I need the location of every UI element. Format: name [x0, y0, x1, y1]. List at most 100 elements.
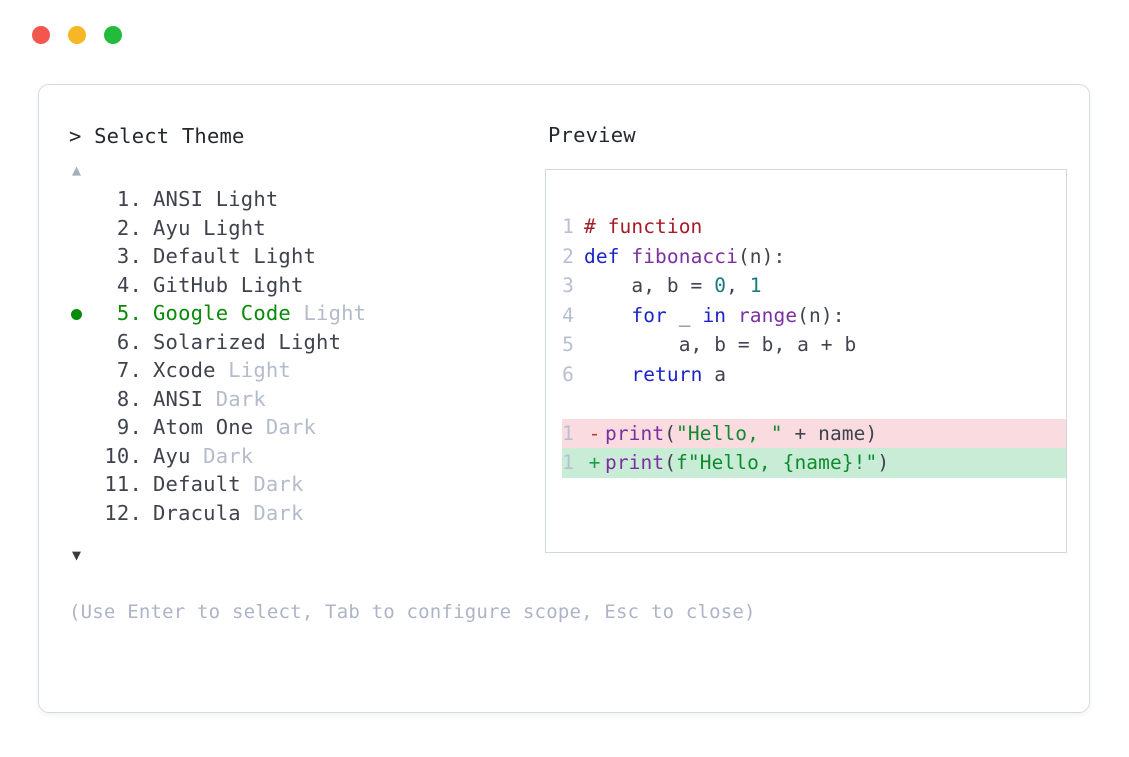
theme-item-variant: Light — [215, 358, 291, 383]
code-token: ( — [664, 421, 677, 445]
line-number: 5 — [562, 333, 574, 356]
code-token: ) — [877, 451, 890, 474]
theme-list-item[interactable]: 5.Google Code Light — [69, 301, 545, 330]
window-controls — [32, 26, 122, 44]
code-token: f"Hello, {name}!" — [676, 451, 878, 474]
code-token: for — [631, 303, 667, 327]
code-token: # function — [584, 215, 703, 238]
selection-indicator-cell — [69, 215, 96, 244]
selection-indicator-cell — [69, 272, 96, 301]
code-token: 1 — [749, 274, 762, 297]
theme-item-number: 4. — [116, 272, 142, 297]
selection-indicator-cell — [69, 443, 96, 472]
theme-picker-card: > Select Theme ▲ 1. ANSI Light 2. Ayu Light… — [38, 84, 1090, 713]
theme-list-item[interactable]: 11.Default Dark — [69, 472, 545, 501]
line-number: 1 — [562, 421, 574, 445]
code-token — [584, 363, 631, 386]
close-button-icon[interactable] — [32, 26, 50, 44]
theme-list-item[interactable]: 12. Dracula Dark — [69, 500, 545, 529]
preview-label: Preview — [548, 123, 636, 147]
diff-sign-icon: + — [588, 451, 601, 474]
theme-item-variant: Dark — [253, 415, 317, 440]
code-line: 4 for _ in range(n): — [562, 301, 1066, 331]
theme-list-item[interactable]: 10. Ayu Dark — [69, 443, 545, 472]
minimize-button-icon[interactable] — [68, 26, 86, 44]
line-number: 3 — [562, 274, 574, 297]
line-number: 1 — [562, 451, 574, 474]
theme-item-name: Atom One — [153, 415, 254, 440]
theme-item-number: 10. — [104, 443, 142, 468]
code-token: _ — [666, 303, 703, 327]
theme-list-item[interactable]: 3. Default Light — [69, 244, 545, 273]
selection-indicator-cell — [69, 329, 96, 358]
code-token: ( — [664, 451, 677, 474]
theme-item-variant: Light — [290, 301, 367, 326]
theme-list-item[interactable]: 8. ANSI Dark — [69, 386, 545, 415]
code-token: in — [702, 303, 727, 327]
theme-item-name: Default Light — [153, 244, 317, 269]
selection-indicator-cell — [69, 187, 96, 216]
theme-item-number: 1. — [116, 187, 142, 212]
theme-item-number: 2. — [116, 215, 142, 240]
selection-indicator-cell — [69, 244, 96, 273]
diff-line-del: 1-print("Hello, " + name) — [562, 418, 1066, 449]
code-token: (n): — [797, 303, 845, 327]
theme-list-item[interactable]: 9. Atom One Dark — [69, 415, 545, 444]
line-number: 4 — [562, 303, 574, 327]
selection-indicator-cell — [69, 358, 96, 387]
code-token: a — [702, 362, 727, 386]
theme-item-name: Ayu Light — [153, 215, 266, 240]
theme-item-name: Dracula — [153, 500, 241, 525]
code-token — [584, 304, 631, 327]
theme-item-number: 5. — [116, 301, 142, 326]
theme-item-number: 11. — [104, 472, 142, 497]
selection-indicator-cell — [69, 472, 96, 501]
code-line: 5 a, b = b, a + b — [562, 330, 1066, 360]
prompt-label: > Select Theme — [69, 124, 245, 148]
selection-indicator-cell — [69, 301, 96, 330]
code-line-content: print("Hello, " + name) — [605, 419, 877, 449]
theme-item-number: 3. — [116, 244, 142, 269]
code-line-content: a, b = 0, 1 — [584, 271, 762, 301]
diff-sign-icon: - — [588, 421, 601, 445]
code-blank-line — [562, 389, 1066, 419]
selection-indicator-cell — [69, 500, 96, 529]
code-line-content: a, b = b, a + b — [584, 330, 857, 360]
theme-item-variant: Dark — [240, 500, 304, 525]
theme-item-name: Xcode — [153, 358, 216, 383]
theme-item-name: ANSI Light — [153, 187, 279, 212]
code-token: print — [605, 421, 665, 445]
theme-item-number: 9. — [116, 415, 142, 440]
line-number: 6 — [562, 362, 574, 386]
selected-bullet-icon — [71, 309, 82, 321]
theme-list-item[interactable]: 2. Ayu Light — [69, 215, 545, 244]
theme-item-number: 12. — [104, 500, 142, 525]
code-line-content: for _ in range(n): — [584, 301, 845, 331]
keyboard-hint: (Use Enter to select, Tab to configure s… — [69, 600, 756, 623]
code-token: , — [726, 274, 750, 297]
code-token: 0 — [714, 274, 727, 297]
theme-list-item[interactable]: 4.GitHub Light — [69, 272, 545, 301]
theme-item-name: Ayu — [153, 443, 191, 468]
theme-item-name: ANSI — [153, 386, 204, 411]
code-token: + name) — [782, 421, 878, 445]
code-token: range — [737, 303, 798, 327]
code-token: "Hello, " — [676, 421, 783, 445]
theme-item-variant: Dark — [190, 443, 254, 468]
code-token: (n): — [737, 244, 786, 268]
theme-item-number: 8. — [116, 386, 142, 411]
theme-list-item[interactable]: 6.Solarized Light — [69, 329, 545, 358]
scroll-down-arrow-icon[interactable]: ▼ — [72, 546, 82, 565]
code-line: 6 return a — [562, 360, 1066, 390]
code-token — [726, 304, 738, 327]
scroll-up-arrow-icon[interactable]: ▲ — [72, 161, 82, 180]
maximize-button-icon[interactable] — [104, 26, 122, 44]
theme-item-variant: Dark — [203, 386, 266, 411]
theme-list-item[interactable]: 1. ANSI Light — [69, 187, 545, 216]
theme-item-name: Default — [153, 472, 241, 497]
theme-list-item[interactable]: 7.Xcode Light — [69, 358, 545, 387]
